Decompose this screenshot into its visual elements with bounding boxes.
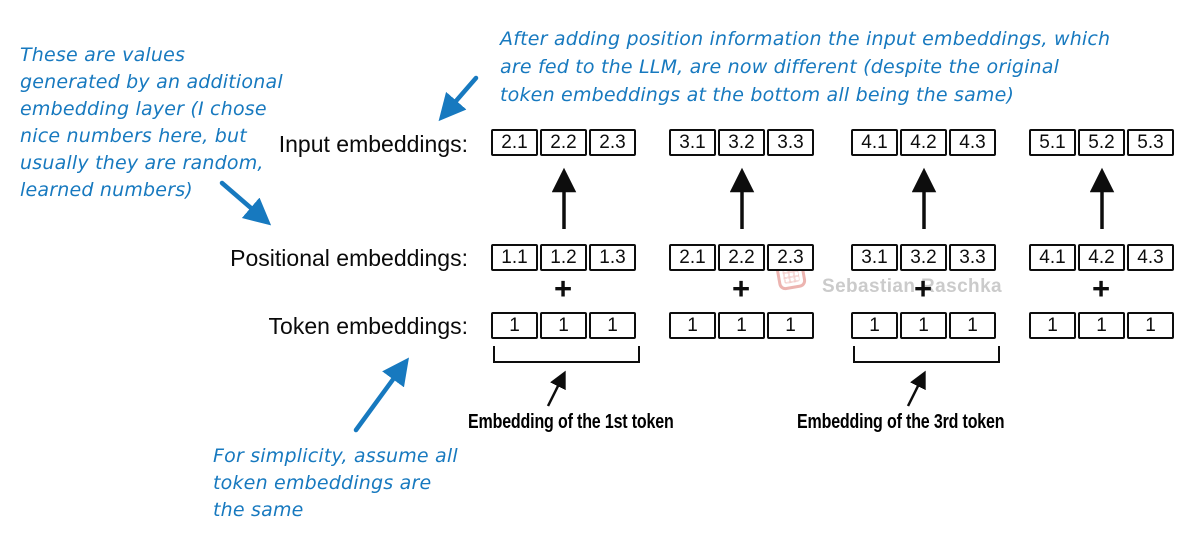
embedding-value-box: 2.1 xyxy=(669,244,716,271)
bracket-first-token xyxy=(493,346,640,363)
blue-arrow-up-right-icon xyxy=(353,357,409,433)
embedding-value-box: 1.1 xyxy=(491,244,538,271)
positional-embeddings-label: Positional embeddings: xyxy=(230,245,468,271)
annotation-line: embedding layer (I chose xyxy=(20,98,267,120)
annotation-line: After adding position information the in… xyxy=(500,28,1111,50)
embedding-value-box: 2.3 xyxy=(767,244,814,271)
annotation-generator-note: These are values generated by an additio… xyxy=(20,42,283,204)
annotation-line: learned numbers) xyxy=(20,179,193,201)
embedding-value-box: 5.2 xyxy=(1078,129,1125,156)
embedding-value-box: 5.1 xyxy=(1029,129,1076,156)
embedding-value-box: 1 xyxy=(1078,312,1125,339)
embedding-value-box: 2.2 xyxy=(718,244,765,271)
embedding-value-box: 1 xyxy=(851,312,898,339)
embedding-value-box: 3.1 xyxy=(669,129,716,156)
embedding-value-box: 3.3 xyxy=(949,244,996,271)
watermark-text: Sebastian Raschka xyxy=(822,276,1002,297)
embedding-value-box: 1 xyxy=(1029,312,1076,339)
embedding-value-box: 3.3 xyxy=(767,129,814,156)
annotation-line: usually they are random, xyxy=(20,152,264,174)
embedding-value-box: 1 xyxy=(900,312,947,339)
positional-embeddings-group-2: 2.1 2.2 2.3 xyxy=(669,244,814,271)
positional-embeddings-group-1: 1.1 1.2 1.3 xyxy=(491,244,636,271)
embedding-value-box: 3.2 xyxy=(900,244,947,271)
embedding-value-box: 1 xyxy=(491,312,538,339)
embedding-value-box: 3.2 xyxy=(718,129,765,156)
embedding-value-box: 1.3 xyxy=(589,244,636,271)
annotation-line: token embeddings are xyxy=(213,472,432,494)
positional-embeddings-group-4: 4.1 4.2 4.3 xyxy=(1029,244,1174,271)
embedding-value-box: 4.1 xyxy=(1029,244,1076,271)
embedding-value-box: 1 xyxy=(949,312,996,339)
caption-first-token: Embedding of the 1st token xyxy=(468,411,674,433)
caption-arrow-icon xyxy=(906,370,926,407)
blue-arrow-down-left-icon xyxy=(438,75,479,122)
input-embeddings-label: Input embeddings: xyxy=(278,131,468,157)
token-embeddings-group-3: 1 1 1 xyxy=(851,312,996,339)
embedding-value-box: 5.3 xyxy=(1127,129,1174,156)
embedding-value-box: 2.3 xyxy=(589,129,636,156)
embedding-value-box: 3.1 xyxy=(851,244,898,271)
embedding-value-box: 4.3 xyxy=(949,129,996,156)
plus-operator: + xyxy=(731,271,751,306)
embedding-value-box: 2.2 xyxy=(540,129,587,156)
embedding-value-box: 1 xyxy=(1127,312,1174,339)
annotation-input-note: After adding position information the in… xyxy=(500,25,1110,109)
annotation-line: generated by an additional xyxy=(20,71,283,93)
annotation-line: These are values xyxy=(20,44,186,66)
token-embeddings-group-2: 1 1 1 xyxy=(669,312,814,339)
input-embeddings-group-3: 4.1 4.2 4.3 xyxy=(851,129,996,156)
embedding-value-box: 4.2 xyxy=(1078,244,1125,271)
token-embeddings-group-1: 1 1 1 xyxy=(491,312,636,339)
embedding-value-box: 4.3 xyxy=(1127,244,1174,271)
plus-operator: + xyxy=(913,271,933,306)
positional-embeddings-group-3: 3.1 3.2 3.3 xyxy=(851,244,996,271)
caption-arrow-icon xyxy=(546,370,566,407)
plus-operator: + xyxy=(1091,271,1111,306)
token-embeddings-group-4: 1 1 1 xyxy=(1029,312,1174,339)
embedding-value-box: 1 xyxy=(718,312,765,339)
token-embeddings-label: Token embeddings: xyxy=(268,313,468,339)
embedding-value-box: 4.2 xyxy=(900,129,947,156)
annotation-simplicity-note: For simplicity, assume all token embeddi… xyxy=(213,443,458,524)
embedding-value-box: 4.1 xyxy=(851,129,898,156)
caption-third-token: Embedding of the 3rd token xyxy=(797,411,1005,433)
annotation-line: token embeddings at the bottom all being… xyxy=(500,84,1015,106)
input-embeddings-group-1: 2.1 2.2 2.3 xyxy=(491,129,636,156)
annotation-line: are fed to the LLM, are now different (d… xyxy=(500,56,1060,78)
plus-operator: + xyxy=(553,271,573,306)
annotation-line: For simplicity, assume all xyxy=(213,445,458,467)
embedding-value-box: 1 xyxy=(540,312,587,339)
embedding-value-box: 1.2 xyxy=(540,244,587,271)
input-embeddings-group-2: 3.1 3.2 3.3 xyxy=(669,129,814,156)
embedding-value-box: 2.1 xyxy=(491,129,538,156)
annotation-line: the same xyxy=(213,499,304,521)
input-embeddings-group-4: 5.1 5.2 5.3 xyxy=(1029,129,1174,156)
annotation-line: nice numbers here, but xyxy=(20,125,247,147)
embedding-value-box: 1 xyxy=(589,312,636,339)
embedding-value-box: 1 xyxy=(669,312,716,339)
embedding-value-box: 1 xyxy=(767,312,814,339)
bracket-third-token xyxy=(853,346,1000,363)
